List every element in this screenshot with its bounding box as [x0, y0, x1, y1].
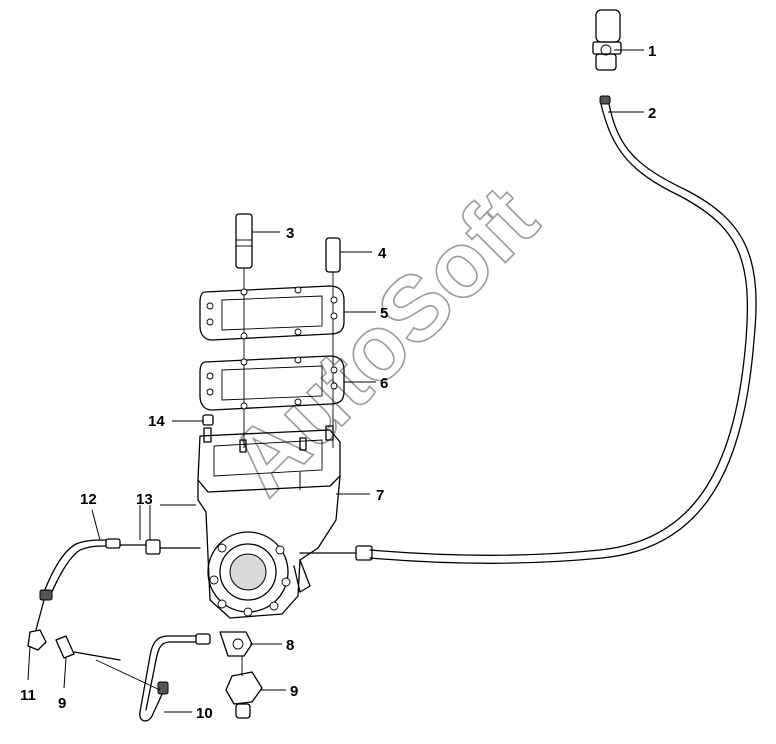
part-11-elbow: [27, 599, 47, 651]
callout-11: 11: [20, 687, 36, 704]
callout-3: 3: [286, 225, 294, 242]
callout-9-right: 9: [290, 683, 298, 700]
callout-4: 4: [378, 245, 387, 262]
callout-10: 10: [196, 705, 213, 722]
callout-9-left: 9: [58, 695, 66, 712]
part-6-gasket: [199, 355, 345, 411]
watermark: AutoSoft: [210, 167, 557, 514]
callout-8: 8: [286, 637, 294, 654]
callout-2: 2: [648, 105, 656, 122]
part-2-hose: [299, 95, 757, 564]
part-9-connector-left: [55, 635, 121, 661]
callout-6: 6: [380, 375, 388, 392]
part-9-connector-right: [225, 656, 263, 719]
part-12-line: [39, 538, 121, 601]
callout-14: 14: [148, 413, 165, 430]
leader-lines: [27, 49, 644, 713]
part-7-housing: [197, 425, 341, 619]
part-8-elbow: [195, 631, 253, 657]
callout-labels: 1 2 3 4 5 6 7 8 9 9 10 11 12 13 14: [20, 43, 656, 722]
part-10-tube: [95, 635, 197, 722]
callout-7: 7: [376, 487, 384, 504]
callout-12: 12: [80, 491, 97, 508]
callout-5: 5: [380, 305, 388, 322]
part-5-gasket: [199, 285, 345, 341]
part-3-dowel-pin: [235, 213, 253, 448]
callout-1: 1: [648, 43, 656, 60]
callout-13: 13: [136, 491, 153, 508]
part-14-plug: [202, 414, 214, 426]
part-13-tee-fitting: [119, 539, 201, 555]
part-1-cap: [592, 9, 622, 71]
